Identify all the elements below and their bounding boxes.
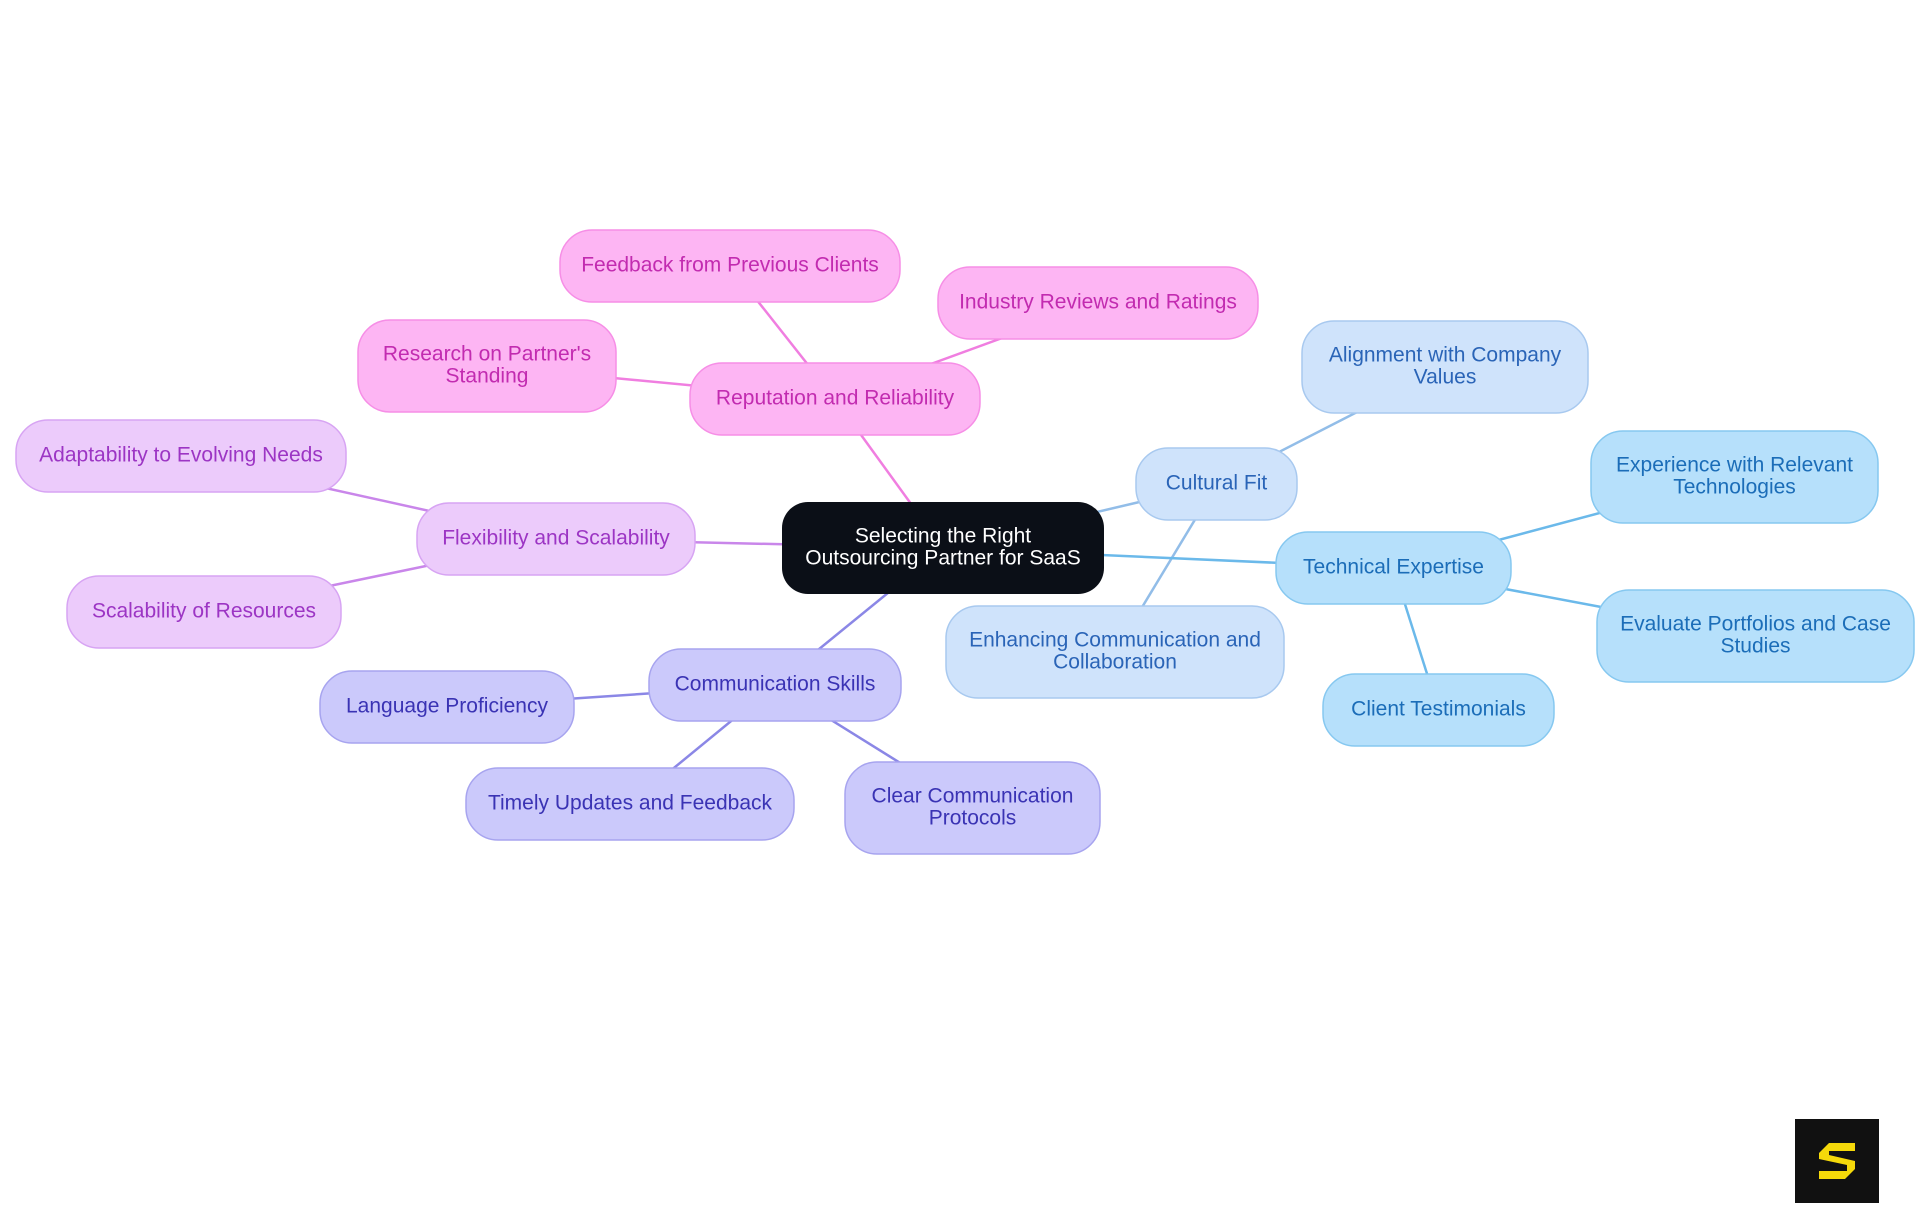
branch-node-flexibility[interactable]: Flexibility and Scalability (416, 502, 696, 576)
leaf-node-scalability-resources[interactable]: Scalability of Resources (66, 575, 342, 649)
leaf-node-adaptability-label-line: Adaptability to Evolving Needs (39, 444, 323, 467)
leaf-node-feedback-previous-clients-box (559, 229, 901, 303)
branch-node-technical-expertise-label-line: Technical Expertise (1303, 556, 1484, 579)
root-node-label-line: Outsourcing Partner for SaaS (805, 547, 1080, 570)
leaf-node-adaptability[interactable]: Adaptability to Evolving Needs (15, 419, 347, 493)
branch-node-flexibility-label-line: Flexibility and Scalability (442, 527, 670, 550)
branch-node-cultural-fit[interactable]: Cultural Fit (1135, 447, 1298, 521)
leaf-node-alignment-values-label-line: Values (1414, 366, 1477, 389)
leaf-node-timely-updates-box (465, 767, 795, 841)
leaf-node-client-testimonials[interactable]: Client Testimonials (1322, 673, 1555, 747)
leaf-node-alignment-values-box (1301, 320, 1589, 414)
leaf-node-adaptability-box (15, 419, 347, 493)
leaf-node-clear-protocols-label-line: Protocols (929, 807, 1017, 830)
leaf-node-feedback-previous-clients[interactable]: Feedback from Previous Clients (559, 229, 901, 303)
branch-node-reputation-label-line: Reputation and Reliability (716, 387, 955, 410)
leaf-node-enhancing-communication-label-line: Enhancing Communication and (969, 629, 1261, 652)
leaf-node-research-partner-standing-label-line: Research on Partner's (383, 343, 591, 366)
logo-s-icon (1819, 1143, 1855, 1179)
leaf-node-experience-technologies-label-line: Experience with Relevant (1616, 454, 1853, 477)
leaf-node-client-testimonials-label-line: Client Testimonials (1351, 698, 1526, 721)
leaf-node-evaluate-portfolios-label-line: Evaluate Portfolios and Case (1620, 613, 1891, 636)
branch-node-cultural-fit-label-line: Cultural Fit (1166, 472, 1268, 495)
leaf-node-language-proficiency-box (319, 670, 575, 744)
leaf-node-evaluate-portfolios-box (1596, 589, 1915, 683)
leaf-node-research-partner-standing-box (357, 319, 617, 413)
branch-node-cultural-fit-box (1135, 447, 1298, 521)
leaf-node-enhancing-communication-box (945, 605, 1285, 699)
leaf-node-evaluate-portfolios-label-line: Studies (1720, 635, 1790, 658)
branch-node-technical-expertise-box (1275, 531, 1512, 605)
leaf-node-industry-reviews[interactable]: Industry Reviews and Ratings (937, 266, 1259, 340)
leaf-node-industry-reviews-label-line: Industry Reviews and Ratings (959, 291, 1237, 314)
leaf-node-enhancing-communication-label-line: Collaboration (1053, 651, 1177, 674)
branch-node-flexibility-box (416, 502, 696, 576)
leaf-node-experience-technologies-box (1590, 430, 1879, 524)
brand-logo (1795, 1119, 1879, 1203)
branch-node-communication[interactable]: Communication Skills (648, 648, 902, 722)
branch-node-communication-label-line: Communication Skills (675, 673, 876, 696)
leaf-node-scalability-resources-label-line: Scalability of Resources (92, 600, 316, 623)
leaf-node-scalability-resources-box (66, 575, 342, 649)
branch-node-technical-expertise[interactable]: Technical Expertise (1275, 531, 1512, 605)
leaf-node-language-proficiency[interactable]: Language Proficiency (319, 670, 575, 744)
leaf-node-timely-updates[interactable]: Timely Updates and Feedback (465, 767, 795, 841)
leaf-node-language-proficiency-label-line: Language Proficiency (346, 695, 548, 718)
leaf-node-clear-protocols-label-line: Clear Communication (872, 785, 1074, 808)
leaf-node-research-partner-standing-label-line: Standing (446, 365, 529, 388)
leaf-node-feedback-previous-clients-label-line: Feedback from Previous Clients (581, 254, 879, 277)
leaf-node-client-testimonials-box (1322, 673, 1555, 747)
leaf-node-industry-reviews-box (937, 266, 1259, 340)
leaf-node-timely-updates-label-line: Timely Updates and Feedback (488, 792, 773, 815)
branch-node-reputation[interactable]: Reputation and Reliability (689, 362, 981, 436)
leaf-node-experience-technologies-label-line: Technologies (1673, 476, 1796, 499)
branch-node-reputation-box (689, 362, 981, 436)
leaf-node-alignment-values-label-line: Alignment with Company (1329, 344, 1562, 367)
leaf-node-clear-protocols-box (844, 761, 1101, 855)
root-node-box (782, 502, 1104, 594)
root-node-label-line: Selecting the Right (855, 525, 1031, 548)
branch-node-communication-box (648, 648, 902, 722)
